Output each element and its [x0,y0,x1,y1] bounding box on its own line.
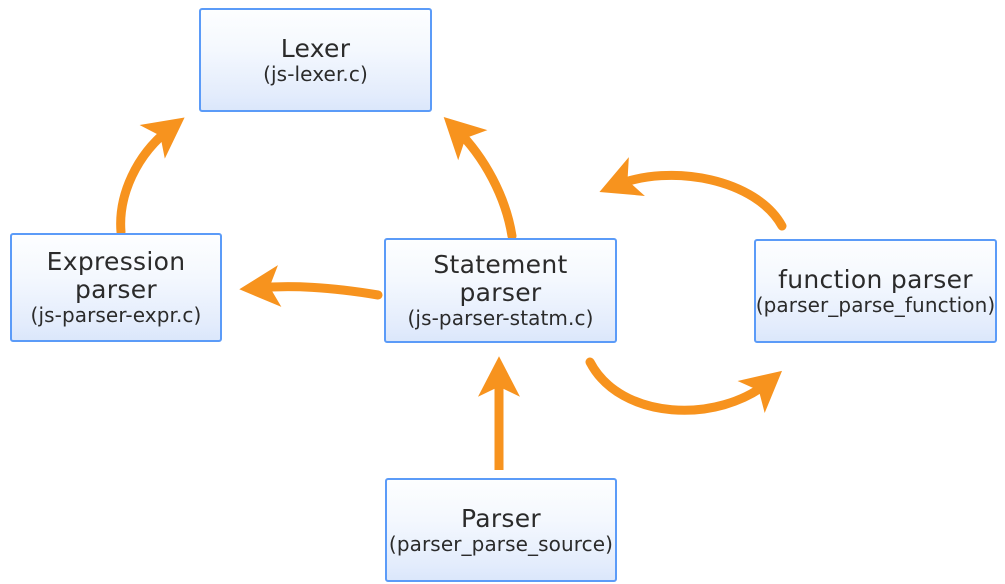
node-function-parser[interactable]: function parser (parser_parse_function) [754,239,997,343]
node-parser-subtitle: (parser_parse_source) [388,531,614,556]
node-expression-parser-subtitle: (js-parser-expr.c) [30,303,202,327]
edge-statement-parser-to-function-parser [585,357,783,415]
node-function-parser-title: function parser [778,264,973,294]
node-expression-parser-title: Expression parser [46,247,186,304]
node-lexer-subtitle: (js-lexer.c) [263,61,368,86]
node-lexer[interactable]: Lexer (js-lexer.c) [199,8,432,112]
node-lexer-title: Lexer [280,33,351,63]
node-statement-parser[interactable]: Statement parser (js-parser-statm.c) [384,238,617,343]
edge-statement-parser-to-expression-parser [239,265,383,307]
node-parser[interactable]: Parser (parser_parse_source) [385,478,617,582]
edge-function-parser-to-statement-parser [599,157,787,231]
edge-expression-parser-to-lexer [116,117,185,237]
node-statement-parser-title: Statement parser [433,250,568,307]
node-parser-title: Parser [460,503,542,533]
node-statement-parser-subtitle: (js-parser-statm.c) [407,306,594,330]
node-function-parser-subtitle: (parser_parse_function) [755,292,996,317]
node-expression-parser[interactable]: Expression parser (js-parser-expr.c) [10,233,222,342]
edge-statement-parser-to-lexer [443,117,517,241]
